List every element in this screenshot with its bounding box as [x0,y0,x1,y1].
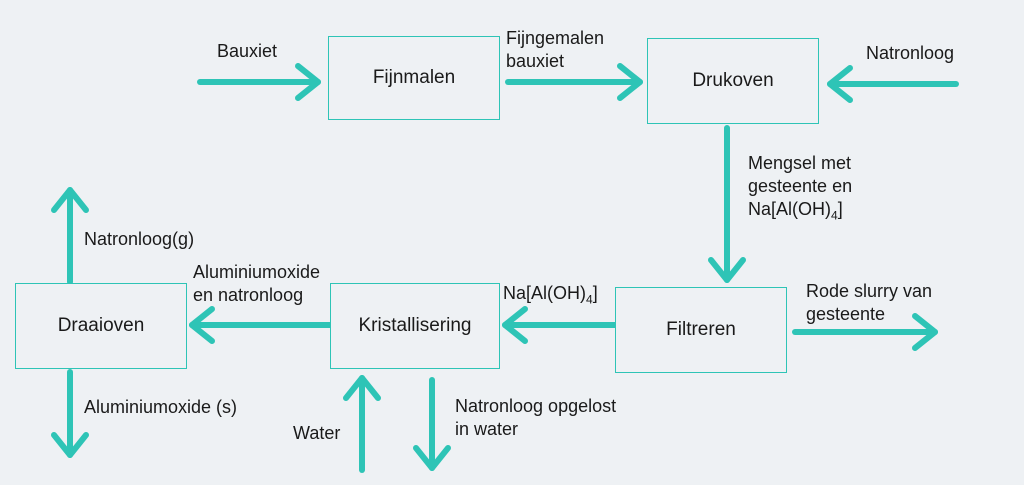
box-kristallisering-label: Kristallisering [358,315,472,336]
box-filtreren: Filtreren [615,287,787,373]
label-na-al-bracket: ] [592,283,598,303]
box-drukoven-label: Drukoven [692,70,774,91]
label-mengsel-line3: Na[Al(OH)4] [748,198,852,228]
arrow-kristallisering-to-natronloog-opgelost [413,377,451,471]
arrow-filtreren-to-rode-slurry [792,313,938,351]
label-na-al-formula: Na[Al(OH) [503,283,587,303]
label-natronloog-opgelost: Natronloog opgelost in water [455,395,616,441]
box-fijnmalen: Fijnmalen [328,36,500,120]
box-fijnmalen-label: Fijnmalen [372,67,456,88]
label-fijngemalen-line1: Fijngemalen [506,28,605,48]
arrow-kristallisering-to-draaioven [189,306,333,344]
box-kristallisering: Kristallisering [330,283,500,369]
label-water: Water [293,423,341,443]
label-alox-nat-line2: en natronloog [193,285,304,305]
label-rode-line1: Rode slurry van [806,281,933,301]
label-mengsel-subscript: 4 [831,208,838,223]
label-fijngemalen-bauxiet: Fijngemalen bauxiet [506,27,604,73]
label-bauxiet: Bauxiet [217,41,278,61]
arrow-filtreren-to-kristallisering [502,306,620,344]
label-natronloog-g: Natronloog(g) [84,229,195,249]
arrow-drukoven-to-filtreren [708,125,746,283]
label-mengsel-formula: Na[Al(OH) [748,199,832,219]
arrow-natronloog-to-drukoven [827,65,959,103]
label-alox-nat-line1: Aluminiumoxide [193,262,321,282]
label-opgelost-line1: Natronloog opgelost [455,396,617,416]
arrow-bauxiet-to-fijnmalen [197,63,321,101]
label-mengsel: Mengsel met gesteente en Na[Al(OH)4] [748,152,852,228]
label-rode-slurry: Rode slurry van gesteente [806,280,932,326]
arrow-water-to-kristallisering [343,375,381,473]
box-draaioven-label: Draaioven [57,315,145,336]
label-na-al-oh4: Na[Al(OH)4] [503,282,598,312]
label-natronloog-in: Natronloog [866,43,955,63]
box-filtreren-label: Filtreren [666,319,736,340]
box-drukoven: Drukoven [647,38,819,124]
arrow-fijnmalen-to-drukoven [505,63,643,101]
label-opgelost-line2: in water [455,419,519,439]
box-draaioven: Draaioven [15,283,187,369]
label-na-al-subscript: 4 [586,292,593,307]
label-mengsel-line2: gesteente en [748,176,853,196]
label-fijngemalen-line2: bauxiet [506,51,565,71]
label-aluminiumoxide-natronloog: Aluminiumoxide en natronloog [193,261,320,307]
label-aluminiumoxide-s: Aluminiumoxide (s) [84,397,238,417]
label-mengsel-bracket: ] [837,199,843,219]
label-mengsel-line1: Mengsel met [748,153,852,173]
label-rode-line2: gesteente [806,304,886,324]
arrow-draaioven-to-aluminiumoxide-s [51,369,89,458]
arrow-draaioven-to-natronloog-g [51,187,89,285]
